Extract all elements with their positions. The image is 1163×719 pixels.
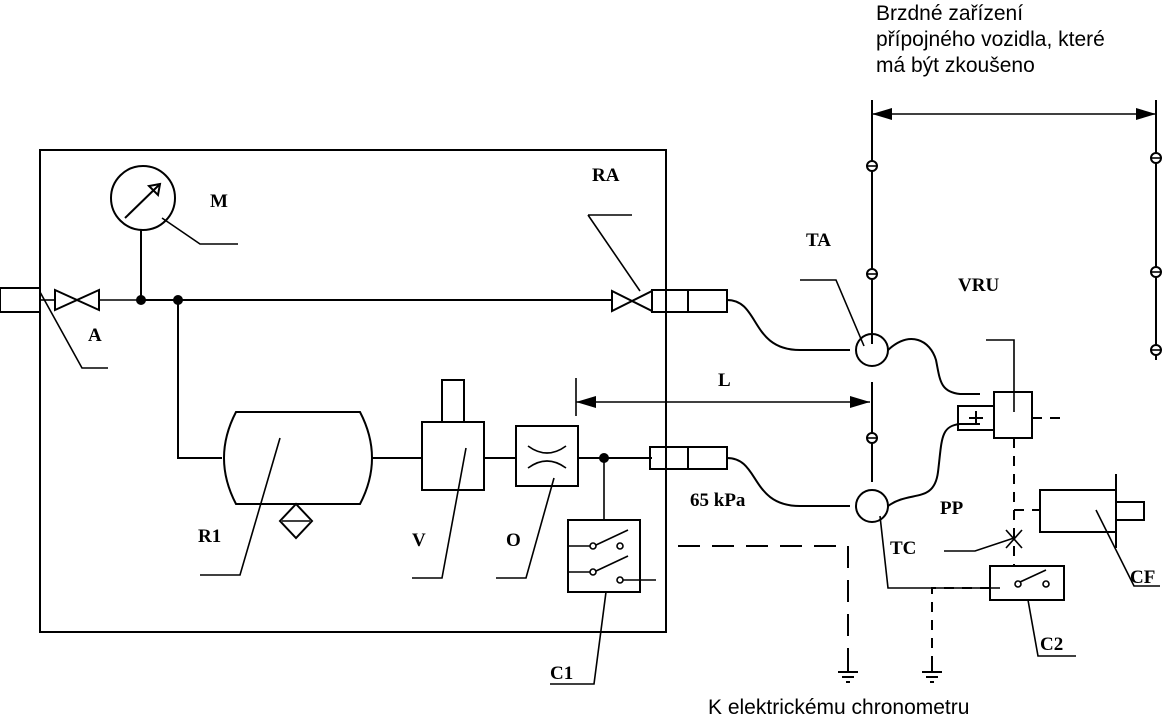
junction-dot bbox=[136, 295, 146, 305]
manometer-m bbox=[110, 165, 238, 300]
relay-valve-vru bbox=[957, 339, 1060, 566]
label-ta: TA bbox=[806, 230, 831, 251]
label-o: O bbox=[506, 530, 521, 551]
label-c1: C1 bbox=[550, 663, 573, 684]
label-ra: RA bbox=[592, 165, 620, 186]
label-a: A bbox=[88, 325, 102, 346]
label-l: L bbox=[718, 370, 731, 391]
coupling-lower bbox=[649, 446, 728, 470]
caption-trailer-line1: Brzdné zařízení bbox=[876, 2, 1023, 25]
ground-symbol bbox=[922, 664, 942, 683]
hose-brake bbox=[726, 457, 850, 507]
wire-to-chronometer bbox=[931, 587, 990, 664]
orifice-o bbox=[496, 425, 579, 579]
switch-c2 bbox=[989, 565, 1076, 657]
coupling-upper bbox=[651, 289, 728, 313]
valve-a bbox=[39, 288, 140, 369]
test-bench-frame bbox=[39, 149, 667, 633]
caption-chronometer: K elektrickému chronometru bbox=[708, 696, 969, 719]
coupling-head-ta bbox=[800, 279, 980, 395]
switch-c1 bbox=[550, 458, 656, 685]
reservoir-r1 bbox=[200, 411, 373, 576]
ground-symbol bbox=[838, 664, 858, 683]
label-vru: VRU bbox=[958, 275, 999, 296]
label-tc: TC bbox=[890, 538, 916, 559]
reservoir-line bbox=[177, 300, 222, 459]
hose-supply bbox=[726, 299, 850, 351]
valve-ra bbox=[587, 214, 653, 313]
label-r1: R1 bbox=[198, 526, 221, 547]
dimension-l bbox=[575, 378, 870, 416]
label-cf: CF bbox=[1130, 567, 1155, 588]
caption-trailer-line3: má být zkoušeno bbox=[876, 54, 1035, 77]
wire-to-chronometer bbox=[678, 545, 849, 664]
label-pressure: 65 kPa bbox=[690, 490, 746, 511]
line-markers bbox=[866, 152, 1162, 444]
label-pp: PP bbox=[940, 498, 964, 519]
cross-marker bbox=[944, 529, 1023, 552]
brake-cylinder-cf bbox=[1014, 474, 1160, 587]
label-v: V bbox=[412, 530, 426, 551]
inlet-pipe bbox=[0, 287, 40, 313]
valve-v bbox=[412, 379, 485, 579]
label-c2: C2 bbox=[1040, 634, 1063, 655]
label-m: M bbox=[210, 191, 228, 212]
coupling-head-tc bbox=[855, 423, 1000, 589]
caption-trailer-line2: přípojného vozidla, které bbox=[876, 28, 1105, 51]
